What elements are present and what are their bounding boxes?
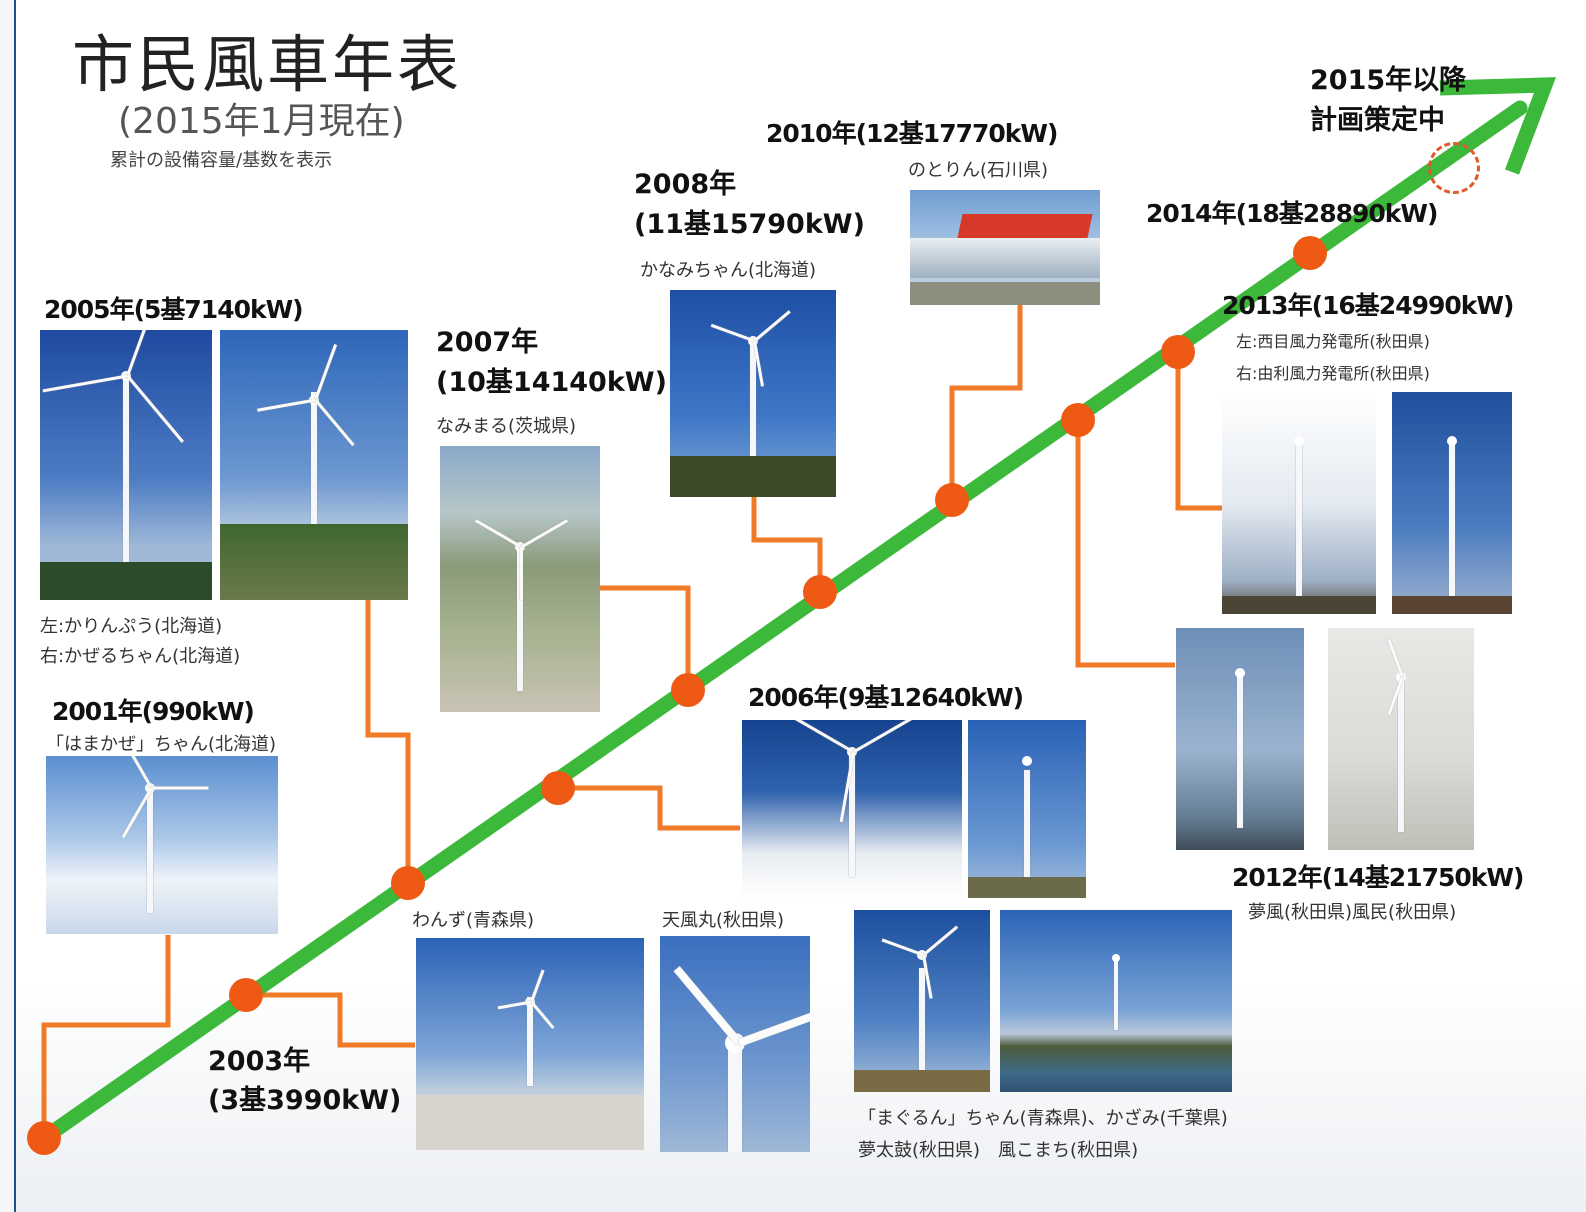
label-2005: 2005年(5基7140kW) [44, 295, 304, 324]
names-2013-right: 右:由利風力発電所(秋田県) [1236, 364, 1430, 383]
connector-lines [41, 305, 1222, 1138]
label-2008-detail: (11基15790kW) [634, 209, 865, 240]
label-2007-detail: (10基14140kW) [436, 367, 667, 398]
label-2001: 2001年(990kW) [52, 697, 255, 726]
label-2008-year: 2008年 [634, 169, 737, 200]
photo-2001-hamakaze [46, 756, 278, 934]
photo-2012-kazetami [1328, 628, 1474, 850]
label-2003-detail: (3基3990kW) [208, 1085, 402, 1116]
connector-2013 [1175, 352, 1222, 511]
label-2013: 2013年(16基24990kW) [1222, 291, 1514, 320]
names-2006-bottom-2: 夢太鼓(秋田県) 風こまち(秋田県) [858, 1140, 1139, 1161]
future-node-marker [1428, 142, 1480, 194]
photo-2012-yumekaze [1176, 628, 1304, 850]
timeline-arrow [36, 77, 1556, 1146]
names-2013-left: 左:西目風力発電所(秋田県) [1236, 332, 1430, 351]
photo-2006-kazami [1000, 910, 1232, 1092]
photo-2007-namimaru [440, 446, 600, 712]
connector-2006 [558, 785, 740, 831]
label-2015-status: 計画策定中 [1310, 105, 1445, 136]
names-2006-bottom-1: 「まぐるん」ちゃん(青森県)、かざみ(千葉県) [858, 1108, 1228, 1129]
photo-2006-tenpumaru [660, 936, 810, 1152]
photo-2005-kazeru [220, 330, 408, 600]
photo-2006-a [742, 720, 962, 898]
names-2006-wanzu: わんず(青森県) [412, 910, 535, 931]
names-2007: なみまる(茨城県) [436, 416, 577, 437]
page-title: 市民風車年表 [72, 28, 463, 101]
label-2012: 2012年(14基21750kW) [1232, 863, 1524, 892]
connector-2010 [949, 305, 1023, 500]
connector-2003 [246, 992, 415, 1048]
photo-2005-karinpu [40, 330, 212, 600]
names-2006-tenpumaru: 天風丸(秋田県) [662, 910, 785, 931]
connector-2005 [365, 592, 411, 883]
label-2006: 2006年(9基12640kW) [748, 683, 1024, 712]
connector-2012 [1075, 420, 1175, 668]
photo-2008-kanami [670, 290, 836, 497]
page-note: 累計の設備容量/基数を表示 [110, 150, 333, 171]
names-2005-left: 左:かりんぷう(北海道) [40, 616, 223, 637]
names-2012: 夢風(秋田県)風民(秋田県) [1248, 902, 1457, 923]
photo-2006-wanzu [416, 938, 644, 1150]
connector-2008 [751, 497, 823, 592]
names-2005-right: 右:かぜるちゃん(北海道) [40, 646, 241, 667]
connector-2001 [41, 935, 171, 1138]
names-2008: かなみちゃん(北海道) [640, 260, 817, 281]
label-2003-year: 2003年 [208, 1046, 311, 1077]
connector-2007 [600, 585, 691, 690]
page-subtitle: (2015年1月現在) [118, 101, 405, 142]
photo-2013-yuri [1392, 392, 1512, 614]
names-2010: のとりん(石川県) [908, 160, 1049, 181]
left-window-edge [0, 0, 16, 1212]
photo-2006-b [968, 720, 1086, 898]
label-2007-year: 2007年 [436, 327, 539, 358]
label-2015-year: 2015年以降 [1310, 65, 1467, 96]
timeline-nodes [27, 236, 1327, 1155]
label-2014: 2014年(18基28890kW) [1146, 199, 1438, 228]
names-2001: 「はまかぜ」ちゃん(北海道) [46, 734, 277, 755]
photo-2010-notorin [910, 190, 1100, 305]
photo-2006-maguru [854, 910, 990, 1092]
photo-2013-nishime [1222, 392, 1376, 614]
label-2010: 2010年(12基17770kW) [766, 119, 1058, 148]
